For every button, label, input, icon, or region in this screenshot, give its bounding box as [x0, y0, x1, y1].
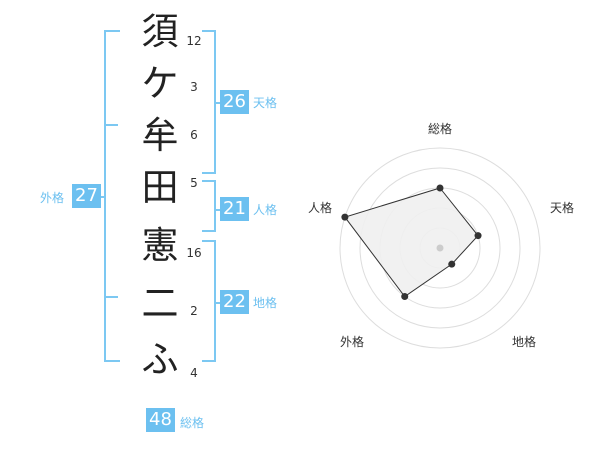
soukaku-badge: 48	[146, 408, 175, 432]
radar-axis-chikaku: 地格	[512, 334, 536, 349]
tenkaku-badge: 26	[220, 90, 249, 114]
radar-polygon	[344, 187, 479, 298]
name-char-7: ふ	[141, 338, 179, 381]
name-char-3: 牟	[141, 114, 179, 157]
radar-point-2	[474, 232, 482, 240]
name-char-4: 田	[141, 166, 179, 209]
chikaku-label: 地格	[253, 296, 278, 310]
radar-point-1	[436, 184, 444, 192]
stroke-count-6: 2	[190, 304, 198, 318]
stroke-count-4: 5	[190, 176, 198, 190]
name-char-1: 須	[141, 10, 179, 53]
gaikaku-bracket-mid-tick	[106, 124, 118, 126]
stroke-count-2: 3	[190, 80, 198, 94]
radar-point-3	[448, 260, 456, 268]
gaikaku-bracket	[104, 30, 120, 362]
chikaku-bracket	[202, 240, 216, 362]
radar-center-dot	[436, 244, 444, 252]
gaikaku-connector	[98, 196, 104, 198]
jinkaku-bracket	[202, 180, 216, 232]
radar-axis-jinkaku: 人格	[308, 200, 332, 215]
radar-axis-tenkaku: 天格	[550, 200, 574, 215]
radar-grid-ring-2	[359, 167, 521, 329]
radar-axis-gaikaku: 外格	[340, 334, 364, 349]
radar-point-4	[401, 293, 409, 301]
chikaku-badge: 22	[220, 290, 249, 314]
stroke-count-3: 6	[190, 128, 198, 142]
name-char-5: 憲	[141, 224, 179, 267]
stroke-count-5: 16	[186, 246, 202, 260]
chikaku-connector	[216, 302, 222, 304]
radar-point-5	[341, 213, 349, 221]
radar-points	[341, 184, 482, 301]
tenkaku-bracket	[202, 30, 216, 174]
name-char-6: 二	[141, 282, 179, 325]
soukaku-label: 総格	[180, 416, 205, 430]
stroke-count-7: 4	[190, 366, 198, 380]
tenkaku-connector	[216, 102, 222, 104]
gaikaku-bracket-low-tick	[106, 296, 118, 298]
stroke-count-1: 12	[186, 34, 202, 48]
jinkaku-connector	[216, 209, 222, 211]
gaikaku-badge: 27	[72, 184, 101, 208]
name-char-2: ケ	[141, 62, 179, 105]
gaikaku-label: 外格	[40, 191, 65, 205]
radar-grid-ring-1	[339, 147, 541, 349]
jinkaku-label: 人格	[253, 203, 278, 217]
tenkaku-label: 天格	[253, 96, 278, 110]
jinkaku-badge: 21	[220, 197, 249, 221]
radar-axis-soukaku: 総格	[428, 121, 452, 136]
